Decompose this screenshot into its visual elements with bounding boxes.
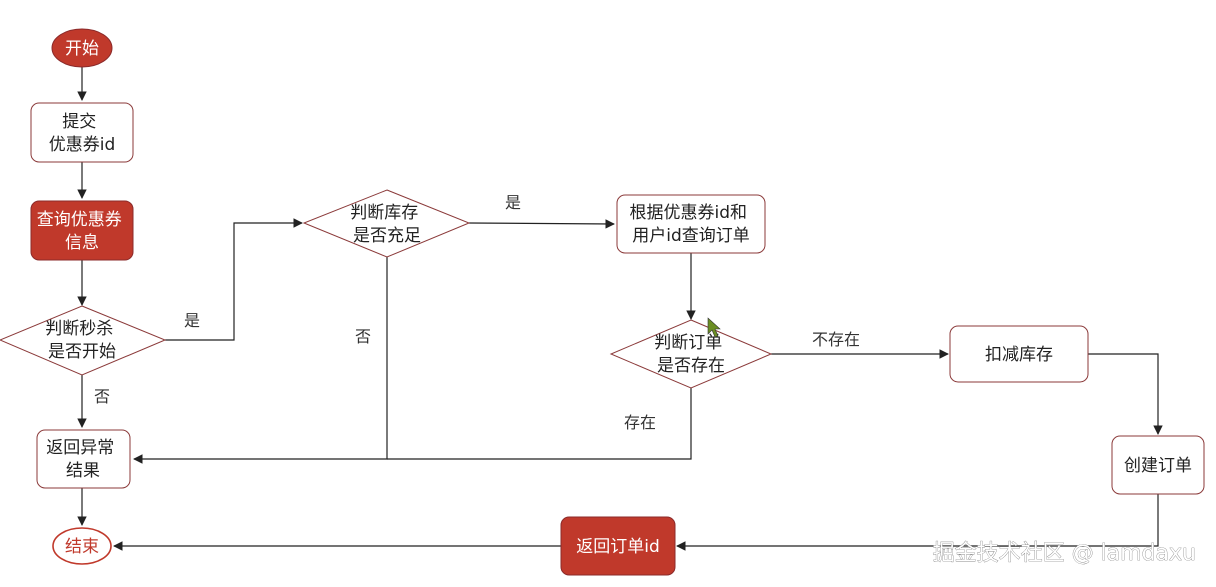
label-seckill-yes: 是 [184, 311, 200, 330]
label-stock-no: 否 [355, 327, 371, 346]
edge-seckill-yes-to-stock-check [165, 218, 303, 341]
node-end-label: 结束 [65, 537, 99, 557]
label-order-not-exist: 不存在 [812, 330, 860, 349]
node-query-order-line1: 根据优惠券id和 [630, 203, 748, 223]
node-deduct-stock-label: 扣减库存 [985, 345, 1053, 365]
label-stock-yes: 是 [505, 193, 521, 212]
svg-text:判断订单 是否存在: 判断订单 是否存在 [654, 333, 727, 376]
node-check-stock: 判断库存 是否充足 [302, 189, 471, 258]
node-start: 开始 [51, 28, 113, 68]
svg-text:提交 优惠券id: 提交 优惠券id [49, 112, 116, 155]
edge-stock-no-to-error [133, 257, 388, 464]
node-query-coupon: 查询优惠券 信息 [30, 200, 134, 261]
node-query-order: 根据优惠券id和 用户id查询订单 [616, 194, 766, 254]
node-create-order-label: 创建订单 [1124, 456, 1192, 476]
node-submit: 提交 优惠券id [30, 102, 134, 163]
node-check-order-line2: 是否存在 [657, 356, 725, 376]
edge-labels: 是 否 是 否 不存在 存在 [94, 193, 860, 432]
watermark: 掘金技术社区 @ lamdaxu [933, 541, 1196, 566]
node-return-order-id-label: 返回订单id [576, 537, 660, 557]
label-order-exist: 存在 [624, 413, 656, 432]
node-start-label: 开始 [65, 39, 99, 59]
svg-text:返回异常 结果: 返回异常 结果 [46, 438, 119, 481]
node-query-order-line2: 用户id查询订单 [632, 226, 750, 246]
node-return-order-id: 返回订单id [560, 516, 676, 576]
node-query-coupon-line1: 查询优惠券 [37, 210, 122, 230]
node-deduct-stock: 扣减库存 [949, 325, 1089, 383]
node-create-order: 创建订单 [1111, 435, 1205, 495]
node-check-seckill-line1: 判断秒杀 [45, 319, 113, 339]
node-check-seckill: 判断秒杀 是否开始 [0, 305, 167, 376]
node-end: 结束 [52, 527, 112, 565]
node-check-stock-line2: 是否充足 [353, 226, 421, 246]
node-submit-line2: 优惠券id [49, 135, 116, 155]
edge-create-order-to-return-id [676, 494, 1159, 551]
svg-text:判断秒杀 是否开始: 判断秒杀 是否开始 [45, 319, 118, 362]
node-check-order-line1: 判断订单 [654, 333, 722, 353]
svg-text:根据优惠券id和 用户id查询订单: 根据优惠券id和 用户id查询订单 [630, 203, 753, 246]
edge-stock-yes-to-query-order [468, 219, 615, 229]
mouse-cursor-icon [707, 317, 721, 338]
node-check-seckill-line2: 是否开始 [48, 342, 116, 362]
edge-deduct-to-create-order [1088, 353, 1163, 435]
node-return-error-line2: 结果 [66, 461, 100, 481]
svg-text:查询优惠券 信息: 查询优惠券 信息 [37, 210, 127, 253]
edges [77, 67, 1163, 551]
svg-text:判断库存 是否充足: 判断库存 是否充足 [350, 203, 423, 246]
label-seckill-no: 否 [94, 387, 110, 406]
node-query-coupon-line2: 信息 [65, 233, 99, 253]
node-check-stock-line1: 判断库存 [350, 203, 418, 223]
node-check-order: 判断订单 是否存在 [609, 319, 773, 389]
node-return-error-line1: 返回异常 [46, 438, 114, 458]
edge-order-exist-to-error [387, 388, 692, 460]
node-return-error: 返回异常 结果 [36, 429, 131, 489]
node-submit-line1: 提交 [62, 112, 96, 132]
